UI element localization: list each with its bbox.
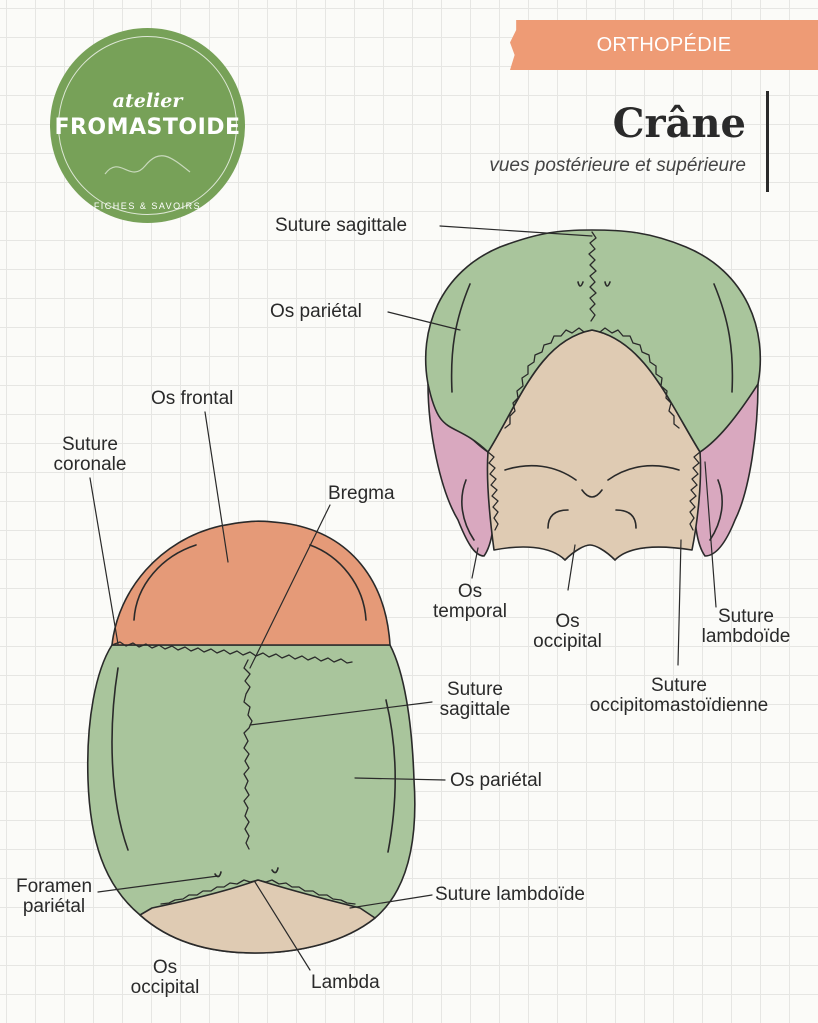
posterior-parietal-curve-right	[713, 283, 734, 393]
leader-sup-suture-sagittale	[249, 701, 433, 726]
label-sup-foramen-parietal-line1: Foramen	[15, 876, 93, 897]
leader-post-os-occipital	[567, 544, 576, 591]
label-post-suture-lambdoide-line1: Suture	[718, 606, 774, 627]
leader-sup-bregma	[249, 504, 331, 669]
posterior-temporal-curve-left	[461, 479, 475, 541]
leader-post-suture-sagittale	[439, 225, 593, 237]
label-sup-suture-sagittale-line2: sagittale	[439, 699, 511, 720]
label-post-suture-lambdoide-line2: lambdoïde	[701, 626, 791, 647]
superior-parietal-curve-right	[385, 699, 397, 853]
posterior-temporal-curve-right	[709, 479, 723, 541]
label-post-suture-occipitomastoidienne-line2: occipitomastoïdienne	[589, 695, 769, 716]
page-subtitle: vues postérieure et supérieure	[489, 155, 746, 176]
label-sup-suture-coronale-line1: Suture	[62, 434, 118, 455]
label-sup-suture-sagittale-line1: Suture	[447, 679, 503, 700]
label-post-os-temporal: Os temporal	[420, 582, 520, 622]
posterior-protuberance	[581, 489, 603, 498]
category-label: ORTHOPÉDIE	[596, 34, 732, 56]
posterior-parietal-curve-left	[450, 283, 471, 393]
logo-ring	[58, 36, 237, 215]
superior-frontal-curve-right	[309, 544, 367, 621]
posterior-condyle-left	[547, 509, 569, 529]
leader-sup-suture-lambdoide	[349, 894, 433, 909]
label-post-suture-lambdoide: Suture lambdoïde	[686, 607, 806, 647]
leader-sup-os-frontal	[204, 411, 229, 563]
label-post-suture-occipitomastoidienne-line1: Suture	[651, 675, 707, 696]
posterior-occipitomastoid-left	[487, 451, 499, 531]
label-sup-foramen-parietal-line2: pariétal	[22, 896, 86, 917]
label-sup-lambda: Lambda	[311, 972, 380, 993]
category-banner: ORTHOPÉDIE	[510, 20, 818, 70]
posterior-view	[424, 229, 762, 561]
posterior-occipital-line-left	[504, 464, 577, 481]
posterior-occipitomastoid-right	[689, 451, 701, 531]
label-sup-bregma: Bregma	[328, 483, 395, 504]
superior-view	[86, 520, 416, 954]
label-post-os-occipital-line1: Os	[555, 611, 580, 632]
label-sup-os-frontal: Os frontal	[151, 388, 234, 409]
title-divider	[766, 91, 769, 192]
leader-sup-lambda	[254, 881, 311, 971]
label-post-os-parietal: Os pariétal	[270, 301, 362, 322]
superior-frontal	[111, 520, 391, 646]
superior-foramen-mark	[214, 871, 222, 878]
logo-small-text: atelier	[112, 90, 183, 112]
leader-post-os-parietal	[387, 311, 461, 331]
leader-post-os-temporal	[471, 547, 479, 579]
label-sup-os-occipital: Os occipital	[115, 958, 215, 998]
posterior-sagittal-notch	[577, 281, 611, 287]
label-sup-suture-coronale-line2: coronale	[53, 454, 127, 475]
logo-sub-text: FICHES & SAVOIRS	[93, 201, 202, 211]
logo-swirl-icon	[104, 155, 191, 175]
superior-sagittal-suture	[243, 659, 253, 850]
brand-logo: atelier FROMASTOIDE FICHES & SAVOIRS	[50, 28, 245, 223]
label-sup-os-occipital-line2: occipital	[130, 977, 200, 998]
leader-sup-os-parietal	[354, 777, 446, 781]
leader-post-suture-lambdoide	[704, 461, 717, 608]
label-post-os-temporal-line2: temporal	[433, 601, 507, 622]
superior-parietal-curve-left	[111, 667, 129, 851]
label-sup-suture-sagittale: Suture sagittale	[425, 680, 525, 720]
label-post-os-occipital: Os occipital	[515, 612, 620, 652]
label-sup-os-parietal: Os pariétal	[450, 770, 542, 791]
label-post-os-temporal-line1: Os	[457, 581, 483, 602]
posterior-condyle-right	[615, 509, 637, 529]
leader-sup-suture-coronale	[89, 477, 119, 645]
superior-lambdoid-suture	[160, 879, 356, 905]
leader-lines	[89, 225, 717, 971]
superior-frontal-curve-left	[133, 544, 197, 621]
posterior-lambdoid-suture	[504, 327, 680, 429]
page-title: Crâne	[612, 100, 746, 147]
leader-post-suture-occipitomastoidienne	[677, 539, 682, 666]
label-sup-suture-coronale: Suture coronale	[40, 435, 140, 475]
superior-coronal-suture	[111, 641, 353, 664]
label-post-suture-occipitomastoidienne: Suture occipitomastoïdienne	[564, 676, 794, 716]
label-sup-foramen-parietal: Foramen pariétal	[6, 877, 102, 917]
superior-foramen-mark-right	[271, 867, 279, 874]
label-sup-os-occipital-line1: Os	[152, 957, 178, 978]
leader-sup-foramen-parietal	[97, 875, 219, 893]
label-post-os-occipital-line2: occipital	[533, 631, 602, 652]
label-sup-suture-lambdoide: Suture lambdoïde	[435, 884, 585, 905]
posterior-occipital-line-right	[607, 464, 680, 481]
posterior-sagittal-suture	[588, 231, 597, 322]
logo-big-text: FROMASTOIDE	[54, 115, 241, 140]
superior-occipital	[139, 879, 376, 954]
label-post-suture-sagittale: Suture sagittale	[275, 215, 408, 236]
